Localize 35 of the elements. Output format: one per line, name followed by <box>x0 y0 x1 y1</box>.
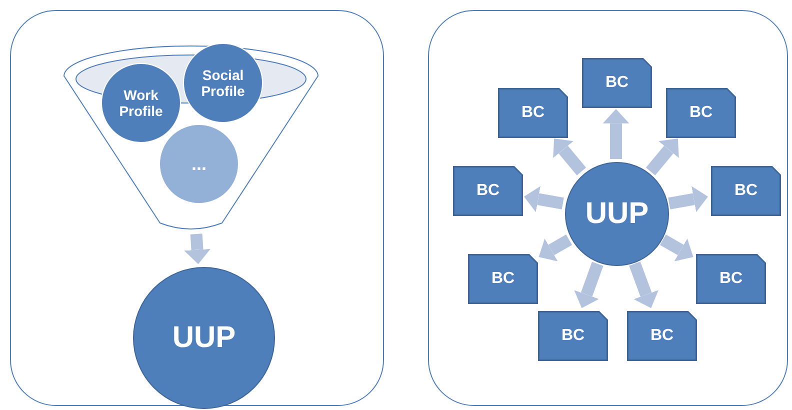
arrow <box>574 262 604 308</box>
node-label: BC <box>734 182 758 200</box>
arrow <box>524 186 564 212</box>
document-card <box>696 254 766 304</box>
document-card <box>666 88 736 138</box>
arrow <box>629 262 658 308</box>
node-label: UUP <box>172 320 236 356</box>
rounded-panel <box>10 10 384 406</box>
node-label: BC <box>650 326 674 346</box>
arrow <box>184 234 210 264</box>
node-label: BC <box>719 270 743 288</box>
document-card <box>453 166 523 216</box>
node-label: Social Profile <box>200 66 246 100</box>
arrow <box>553 138 586 176</box>
node-label: BC <box>491 270 515 288</box>
node-label: BC <box>476 182 500 200</box>
document-card <box>468 254 538 304</box>
document-card <box>538 311 608 361</box>
node-label: BC <box>689 104 713 122</box>
arrow <box>602 109 630 159</box>
arrow <box>538 234 572 262</box>
node-label: Work Profile <box>118 86 164 120</box>
document-card <box>498 88 568 138</box>
node-label: BC <box>605 74 629 92</box>
arrow <box>660 234 694 262</box>
node-label: ... <box>191 154 206 174</box>
node-label: BC <box>561 326 585 346</box>
node-label: BC <box>521 104 545 122</box>
arrow <box>668 186 708 212</box>
node-label: UUP <box>585 196 649 232</box>
document-card <box>582 58 652 108</box>
rounded-panel <box>428 10 788 406</box>
document-card <box>711 166 781 216</box>
arrow <box>646 138 679 176</box>
document-card <box>627 311 697 361</box>
